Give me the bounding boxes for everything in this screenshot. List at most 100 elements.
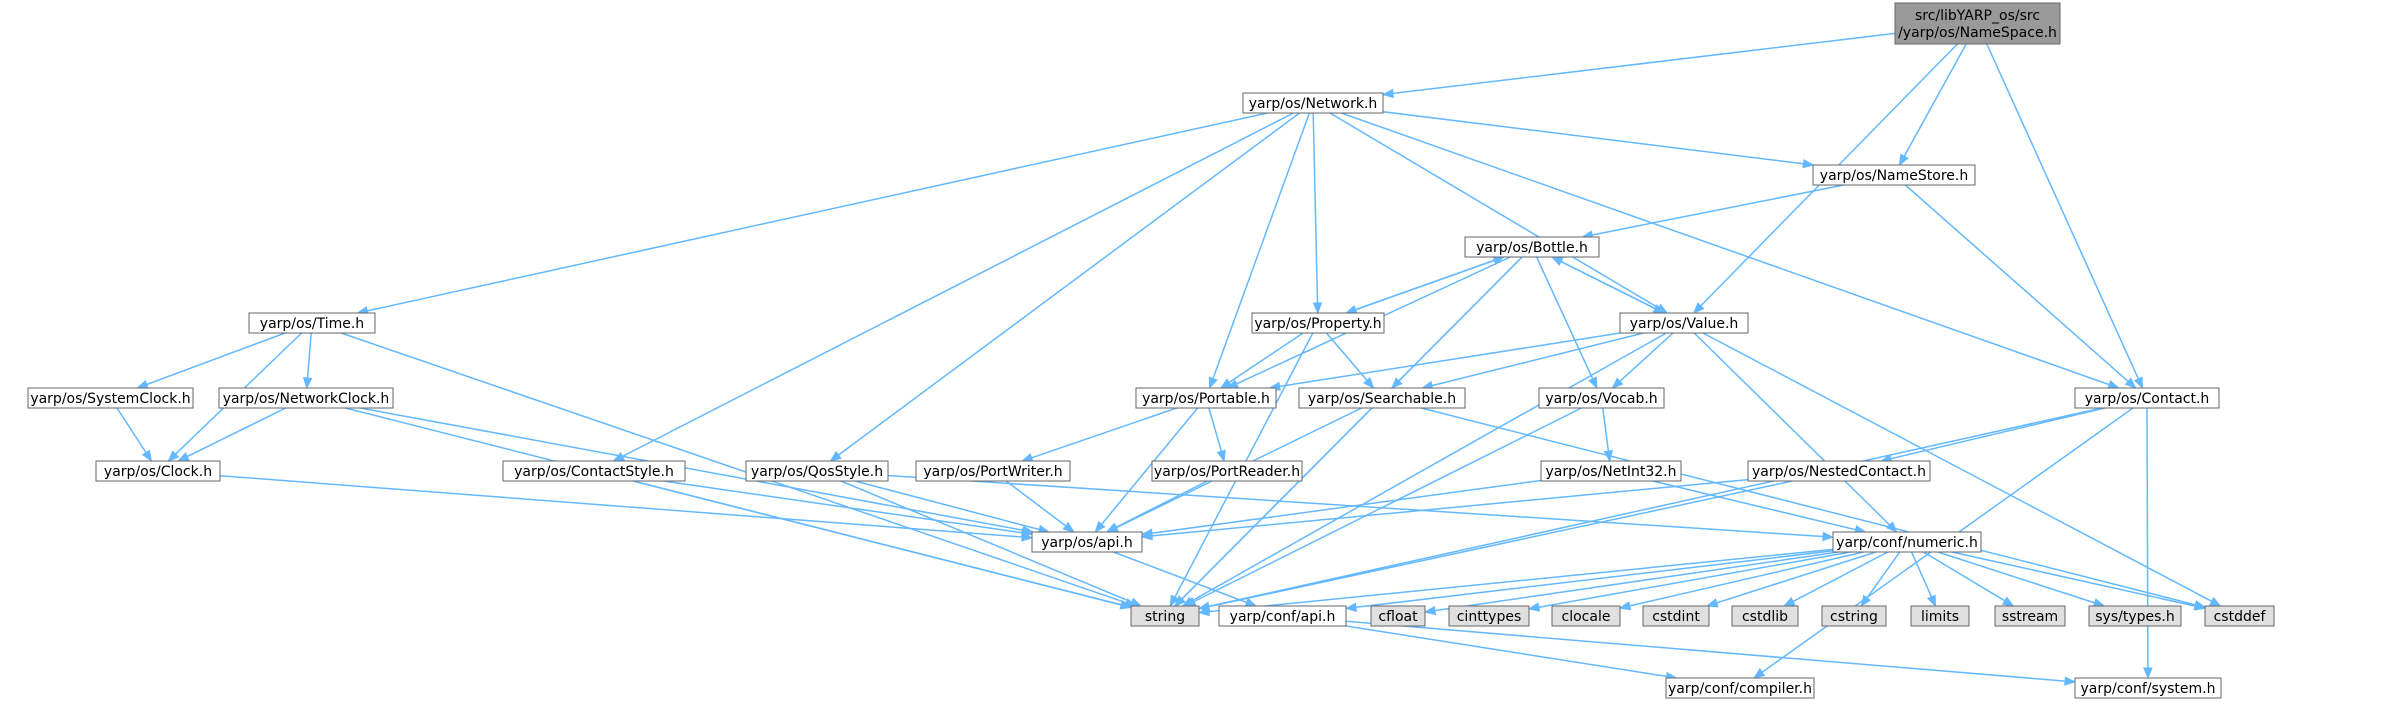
node-numeric-box: [1832, 531, 1982, 553]
node-netint32[interactable]: yarp/os/NetInt32.h: [1540, 460, 1682, 482]
node-string-box: [1130, 605, 1200, 627]
node-string: string: [1130, 605, 1200, 627]
node-vocab[interactable]: yarp/os/Vocab.h: [1538, 387, 1665, 409]
node-clocale: clocale: [1551, 605, 1621, 627]
edge-time-to-networkclock: [306, 332, 312, 379]
arrowhead-portable-to-portreader: [1216, 449, 1226, 463]
node-contact-box: [2074, 387, 2220, 409]
node-property-label: yarp/os/Property.h: [1254, 316, 1381, 332]
edge-network-to-contactstyle: [622, 112, 1294, 458]
node-property[interactable]: yarp/os/Property.h: [1251, 312, 1385, 334]
edge-network-to-time: [367, 112, 1268, 312]
node-systemclock[interactable]: yarp/os/SystemClock.h: [27, 387, 194, 409]
arrowhead-systemclock-to-clock: [141, 449, 153, 463]
arrowhead-numeric-to-cstdint: [1705, 598, 1719, 608]
node-value-label: yarp/os/Value.h: [1630, 316, 1739, 332]
node-cfloat-label: cfloat: [1378, 609, 1418, 625]
node-root-box: [1894, 2, 2061, 45]
node-portwriter[interactable]: yarp/os/PortWriter.h: [915, 460, 1071, 482]
node-system[interactable]: yarp/conf/system.h: [2074, 677, 2222, 699]
node-namestore[interactable]: yarp/os/NameStore.h: [1812, 164, 1976, 186]
node-networkclock[interactable]: yarp/os/NetworkClock.h: [218, 387, 394, 409]
edge-network-to-contact: [1341, 112, 2110, 386]
edge-network-to-value: [1329, 112, 1659, 309]
edge-nestedcontact-to-string: [1208, 480, 1793, 608]
node-value[interactable]: yarp/os/Value.h: [1619, 312, 1749, 334]
node-systypes-label: sys/types.h: [2095, 609, 2174, 625]
node-cstddef: cstddef: [2204, 605, 2275, 627]
edge-vocab-to-string: [1193, 407, 1582, 603]
edge-namestore-to-bottle: [1591, 184, 1844, 236]
arrowhead-value-to-vocab: [1611, 377, 1624, 389]
arrowhead-bottle-to-vocab: [1588, 376, 1598, 390]
arrowhead-contact-to-compiler: [1752, 668, 1766, 679]
arrowhead-numeric-to-cstddef: [2193, 601, 2207, 611]
arrowhead-contactstyle-to-osapi: [1020, 527, 1034, 538]
node-compiler[interactable]: yarp/conf/compiler.h: [1665, 677, 1815, 699]
edge-numeric-to-cstdint: [1716, 551, 1877, 604]
node-portable-label: yarp/os/Portable.h: [1142, 391, 1270, 407]
arrowhead-value-to-bottle: [1550, 256, 1564, 266]
node-systemclock-box: [27, 387, 194, 409]
arrowhead-numeric-to-string: [1197, 606, 1210, 617]
node-namestore-box: [1812, 164, 1976, 186]
node-netint32-label: yarp/os/NetInt32.h: [1545, 464, 1676, 480]
node-system-label: yarp/conf/system.h: [2081, 681, 2216, 697]
node-contact[interactable]: yarp/os/Contact.h: [2074, 387, 2220, 409]
node-cstdint-box: [1642, 605, 1710, 627]
node-clock[interactable]: yarp/os/Clock.h: [95, 460, 221, 482]
node-osapi-box: [1031, 531, 1143, 553]
edge-numeric-to-cinttypes: [1538, 551, 1851, 608]
arrowhead-property-to-portable: [1219, 378, 1233, 389]
node-vocab-box: [1538, 387, 1665, 409]
edge-contact-to-string: [1208, 407, 2103, 608]
node-cstdlib-label: cstdlib: [1742, 609, 1788, 625]
node-numeric[interactable]: yarp/conf/numeric.h: [1832, 531, 1982, 553]
node-value-box: [1619, 312, 1749, 334]
node-nestedcontact[interactable]: yarp/os/NestedContact.h: [1747, 460, 1931, 482]
node-time-label: yarp/os/Time.h: [260, 316, 364, 332]
edge-qosstyle-to-string: [840, 480, 1133, 603]
node-qosstyle[interactable]: yarp/os/QosStyle.h: [745, 460, 889, 482]
edge-property-to-bottle: [1345, 259, 1495, 314]
node-root-label: /yarp/os/NameSpace.h: [1898, 25, 2057, 41]
node-searchable-box: [1298, 387, 1466, 409]
node-nestedcontact-box: [1747, 460, 1931, 482]
arrowhead-network-to-property: [1312, 302, 1323, 315]
node-time[interactable]: yarp/os/Time.h: [248, 312, 376, 334]
arrowhead-network-to-namestore: [1802, 159, 1815, 169]
edge-value-to-portable: [1279, 332, 1621, 388]
edge-root-to-network: [1392, 32, 1896, 95]
edge-value-to-cstddef: [1702, 332, 2213, 602]
node-networkclock-label: yarp/os/NetworkClock.h: [223, 391, 390, 407]
edge-value-to-searchable: [1431, 332, 1644, 387]
edge-networkclock-to-clock: [186, 407, 287, 458]
node-portreader[interactable]: yarp/os/PortReader.h: [1151, 460, 1303, 482]
edge-systemclock-to-clock: [116, 407, 147, 454]
edge-numeric-to-cstdlib: [1792, 551, 1889, 603]
node-contactstyle[interactable]: yarp/os/ContactStyle.h: [502, 460, 686, 482]
node-clock-box: [95, 460, 221, 482]
node-cstring: cstring: [1821, 605, 1887, 627]
edge-value-to-bottle: [1560, 260, 1665, 314]
edge-bottle-to-vocab: [1535, 256, 1594, 380]
edge-network-to-portable: [1212, 112, 1311, 379]
node-cstddef-box: [2204, 605, 2275, 627]
arrowhead-namestore-to-contact: [2124, 377, 2137, 389]
arrowhead-root-to-network: [1381, 88, 1394, 99]
node-portable[interactable]: yarp/os/Portable.h: [1135, 387, 1277, 409]
arrowhead-network-to-qosstyle: [829, 450, 842, 462]
arrowhead-contactstyle-to-string: [1119, 600, 1133, 610]
node-network[interactable]: yarp/os/Network.h: [1242, 92, 1384, 114]
arrowhead-numeric-to-sstream: [2001, 596, 2015, 607]
node-qosstyle-label: yarp/os/QosStyle.h: [751, 464, 883, 480]
node-confapi[interactable]: yarp/conf/api.h: [1218, 605, 1347, 627]
node-bottle[interactable]: yarp/os/Bottle.h: [1464, 236, 1600, 258]
node-osapi[interactable]: yarp/os/api.h: [1031, 531, 1143, 553]
dependency-edges: [116, 32, 2222, 686]
node-vocab-label: yarp/os/Vocab.h: [1545, 391, 1657, 407]
node-searchable[interactable]: yarp/os/Searchable.h: [1298, 387, 1466, 409]
edge-network-to-qosstyle: [838, 112, 1300, 456]
node-portable-box: [1135, 387, 1277, 409]
